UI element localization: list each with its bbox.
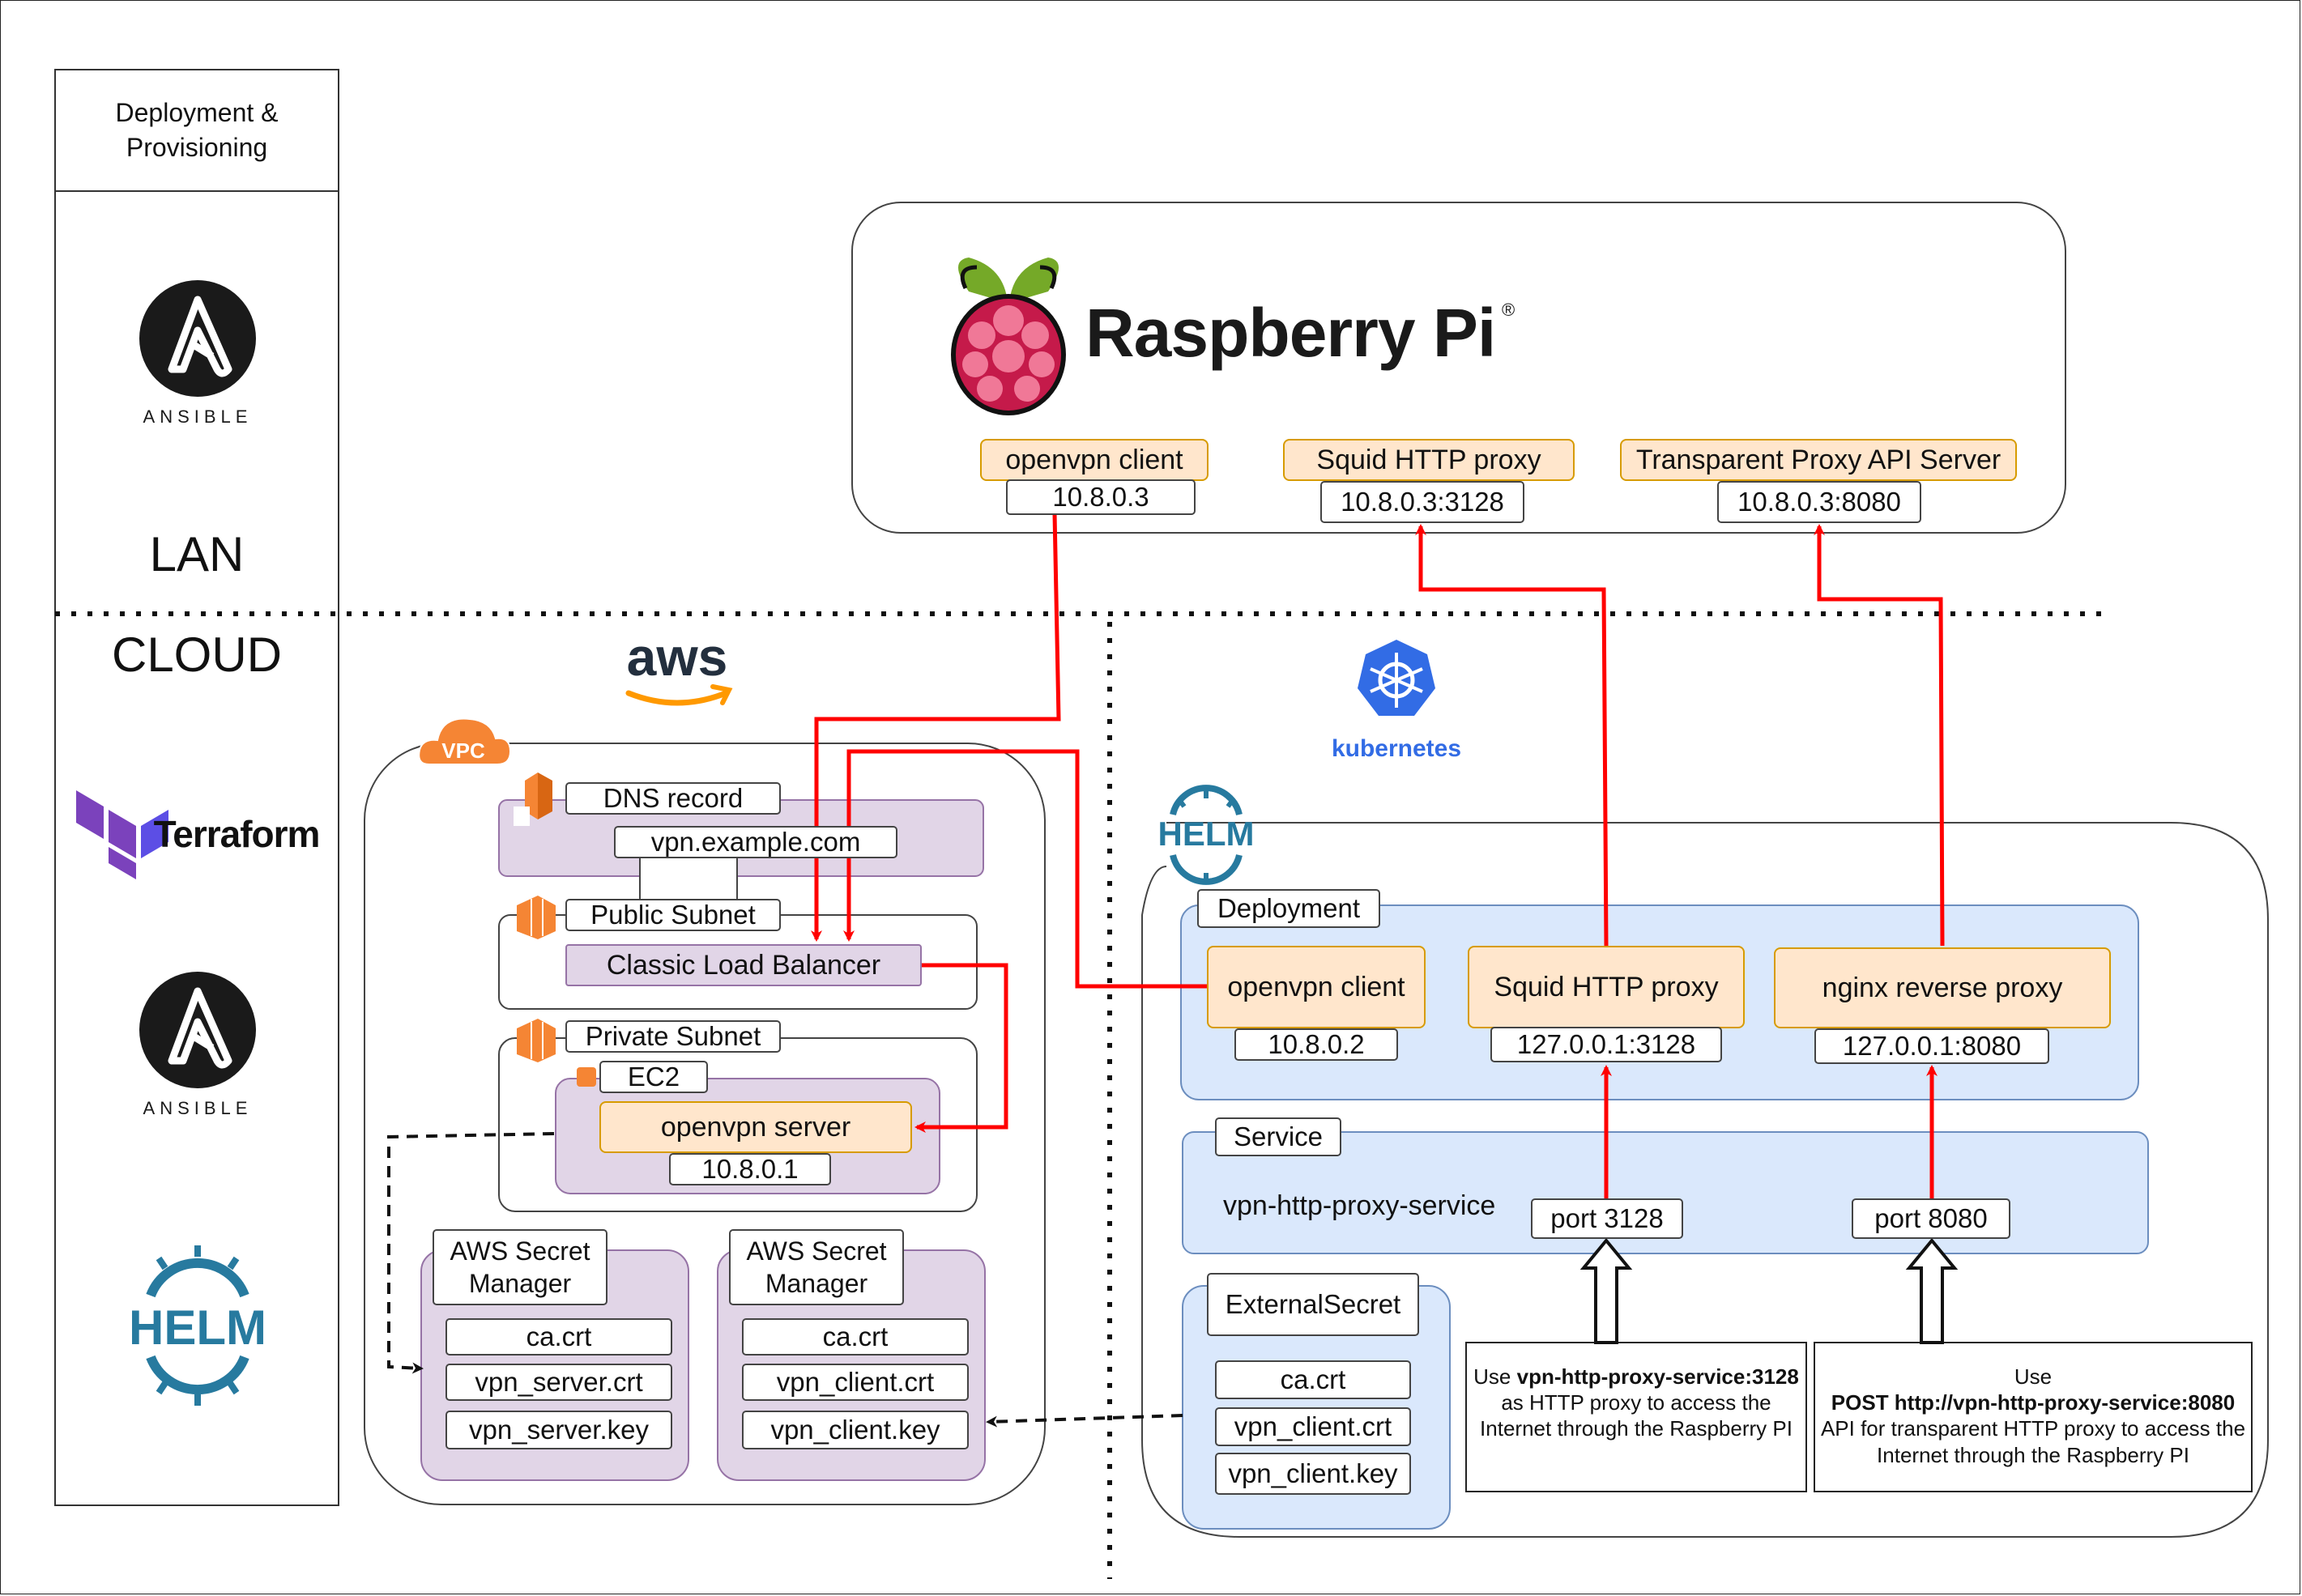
note-1-bold: vpn-http-proxy-service:3128 bbox=[1516, 1364, 1799, 1389]
sm2-vpn-client-crt: vpn_client.crt bbox=[742, 1364, 969, 1401]
service-port-3128: port 3128 bbox=[1531, 1198, 1683, 1239]
lan-label: LAN bbox=[149, 527, 245, 581]
nginx-ip: 127.0.0.1:8080 bbox=[1814, 1028, 2049, 1064]
note-2-bold: POST http://vpn-http-proxy-service:8080 bbox=[1831, 1390, 2236, 1415]
k8s-squid-proxy: Squid HTTP proxy bbox=[1468, 946, 1745, 1028]
sm2-vpn-client-key: vpn_client.key bbox=[742, 1411, 969, 1449]
deployment-label: Deployment bbox=[1197, 889, 1380, 928]
note-1-pre: Use bbox=[1473, 1364, 1517, 1389]
k8s-openvpn-client: openvpn client bbox=[1207, 946, 1426, 1028]
es-vpn-client-key: vpn_client.key bbox=[1215, 1453, 1411, 1495]
rpi-squid-proxy: Squid HTTP proxy bbox=[1283, 439, 1575, 481]
openvpn-server: openvpn server bbox=[599, 1101, 912, 1153]
note-1-text: Use vpn-http-proxy-service:3128 as HTTP … bbox=[1468, 1364, 1805, 1442]
rpi-api-ip: 10.8.0.3:8080 bbox=[1717, 481, 1921, 523]
secret-manager-2-title-line1: AWS Secret bbox=[746, 1236, 887, 1266]
dns-record-label: DNS record bbox=[565, 782, 781, 815]
classic-load-balancer: Classic Load Balancer bbox=[565, 944, 922, 986]
nginx-reverse-proxy: nginx reverse proxy bbox=[1774, 947, 2111, 1028]
cloud-label: CLOUD bbox=[111, 628, 283, 682]
secret-manager-1-title-line2: Manager bbox=[468, 1269, 572, 1298]
service-name: vpn-http-proxy-service bbox=[1223, 1190, 1496, 1221]
service-label: Service bbox=[1215, 1117, 1341, 1156]
service-port-8080: port 8080 bbox=[1852, 1198, 2010, 1239]
external-secret-label: ExternalSecret bbox=[1207, 1273, 1419, 1336]
secret-manager-2-title-line2: Manager bbox=[765, 1269, 868, 1298]
left-column-header-text: Deployment & Provisioning bbox=[115, 97, 279, 162]
ec2-label: EC2 bbox=[599, 1061, 708, 1093]
left-column-header: Deployment & Provisioning bbox=[57, 71, 337, 189]
es-ca-crt: ca.crt bbox=[1215, 1360, 1411, 1399]
secret-manager-1-title-line1: AWS Secret bbox=[450, 1236, 590, 1266]
k8s-openvpn-client-ip: 10.8.0.2 bbox=[1234, 1028, 1398, 1061]
private-subnet-label: Private Subnet bbox=[565, 1020, 781, 1053]
note-2-pre: Use bbox=[2014, 1364, 2053, 1389]
sm1-vpn-server-crt: vpn_server.crt bbox=[445, 1364, 672, 1401]
sm2-ca-crt: ca.crt bbox=[742, 1318, 969, 1356]
dns-record-value: vpn.example.com bbox=[614, 826, 897, 858]
public-subnet-label: Public Subnet bbox=[565, 899, 781, 931]
note-1-post: as HTTP proxy to access the Internet thr… bbox=[1480, 1390, 1793, 1441]
es-vpn-client-crt: vpn_client.crt bbox=[1215, 1407, 1411, 1446]
rpi-api-server: Transparent Proxy API Server bbox=[1620, 439, 2017, 481]
sm1-vpn-server-key: vpn_server.key bbox=[445, 1411, 672, 1449]
rpi-squid-ip: 10.8.0.3:3128 bbox=[1320, 481, 1524, 523]
rpi-openvpn-client: openvpn client bbox=[980, 439, 1209, 481]
rpi-openvpn-client-ip: 10.8.0.3 bbox=[1006, 479, 1196, 515]
openvpn-server-ip: 10.8.0.1 bbox=[669, 1153, 831, 1185]
k8s-squid-ip: 127.0.0.1:3128 bbox=[1490, 1027, 1722, 1062]
sm1-ca-crt: ca.crt bbox=[445, 1318, 672, 1356]
note-2-post: API for transparent HTTP proxy to access… bbox=[1820, 1416, 2246, 1467]
